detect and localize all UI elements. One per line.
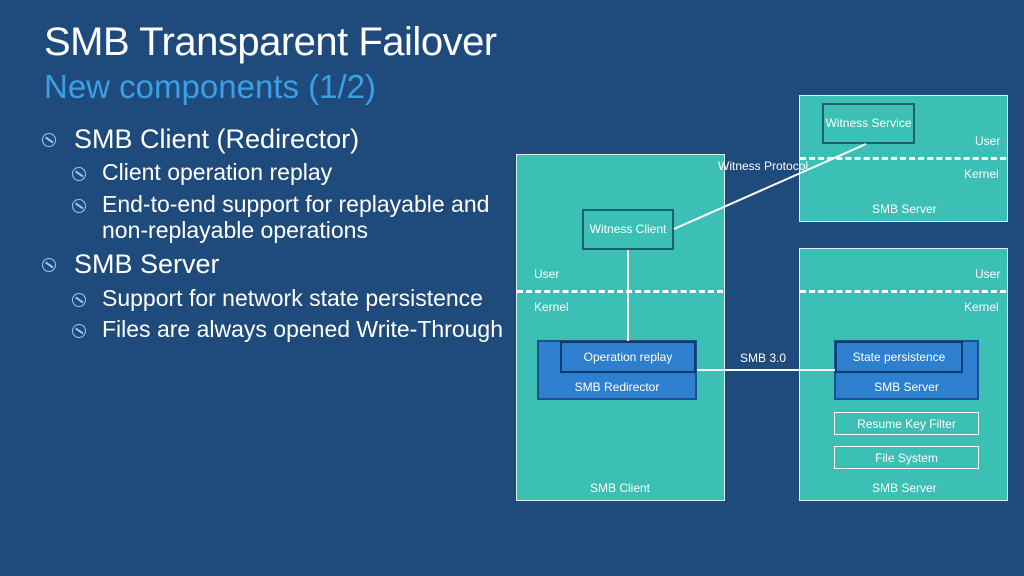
witness-protocol-label: Witness Protocol xyxy=(718,159,809,173)
bullet-text: SMB Server xyxy=(74,249,220,280)
resume-key-filter-box: Resume Key Filter xyxy=(834,412,979,435)
witness-protocol-line xyxy=(673,143,867,230)
bullet-smb-client: SMB Client (Redirector) xyxy=(40,124,510,154)
bullet-icon xyxy=(72,292,86,307)
bullet-text: Client operation replay xyxy=(102,159,333,186)
bullet-list: SMB Client (Redirector) Client operation… xyxy=(40,124,510,349)
server-caption: SMB Server xyxy=(872,481,937,495)
smb3-label: SMB 3.0 xyxy=(740,351,787,365)
sub-bullet: Files are always opened Write-Through xyxy=(40,317,510,343)
bullet-smb-server: SMB Server xyxy=(40,249,510,279)
operation-replay-box: Operation replay xyxy=(560,341,696,373)
sub-bullet: End-to-end support for replayable and no… xyxy=(40,190,510,244)
smb-redirector-label: SMB Redirector xyxy=(574,380,660,394)
bullet-icon xyxy=(72,167,86,182)
slide-subtitle: New components (1/2) xyxy=(44,68,376,105)
witness-server-kernel-label: Kernel xyxy=(964,167,999,181)
server-user-label: User xyxy=(975,267,1001,281)
bullet-text: End-to-end support for replayable and no… xyxy=(102,190,490,243)
bullet-text: Files are always opened Write-Through xyxy=(102,316,503,343)
witness-service-box: Witness Service xyxy=(822,103,915,144)
sub-bullet: Support for network state persistence xyxy=(40,284,510,312)
slide-title: SMB Transparent Failover xyxy=(44,20,497,64)
state-persistence-box: State persistence xyxy=(835,341,963,373)
sub-bullet: Client operation replay xyxy=(40,159,510,186)
client-kernel-label: Kernel xyxy=(534,300,569,314)
bullet-icon xyxy=(72,198,86,213)
client-user-label: User xyxy=(534,267,560,281)
client-divider xyxy=(517,290,723,293)
witness-server-divider xyxy=(800,157,1006,160)
bullet-icon xyxy=(72,324,86,339)
file-system-box: File System xyxy=(834,446,979,469)
bullet-icon xyxy=(42,258,56,273)
witness-server-user-label: User xyxy=(975,134,1001,148)
smb-server-label: SMB Server xyxy=(874,380,939,394)
bullet-text: Support for network state persistence xyxy=(102,284,483,311)
witness-client-box: Witness Client xyxy=(582,209,674,250)
witness-server-caption: SMB Server xyxy=(872,202,937,216)
client-caption: SMB Client xyxy=(590,481,651,495)
bullet-icon xyxy=(42,133,56,147)
server-kernel-label: Kernel xyxy=(964,300,999,314)
server-divider xyxy=(800,290,1006,293)
bullet-text: SMB Client (Redirector) xyxy=(74,124,360,154)
